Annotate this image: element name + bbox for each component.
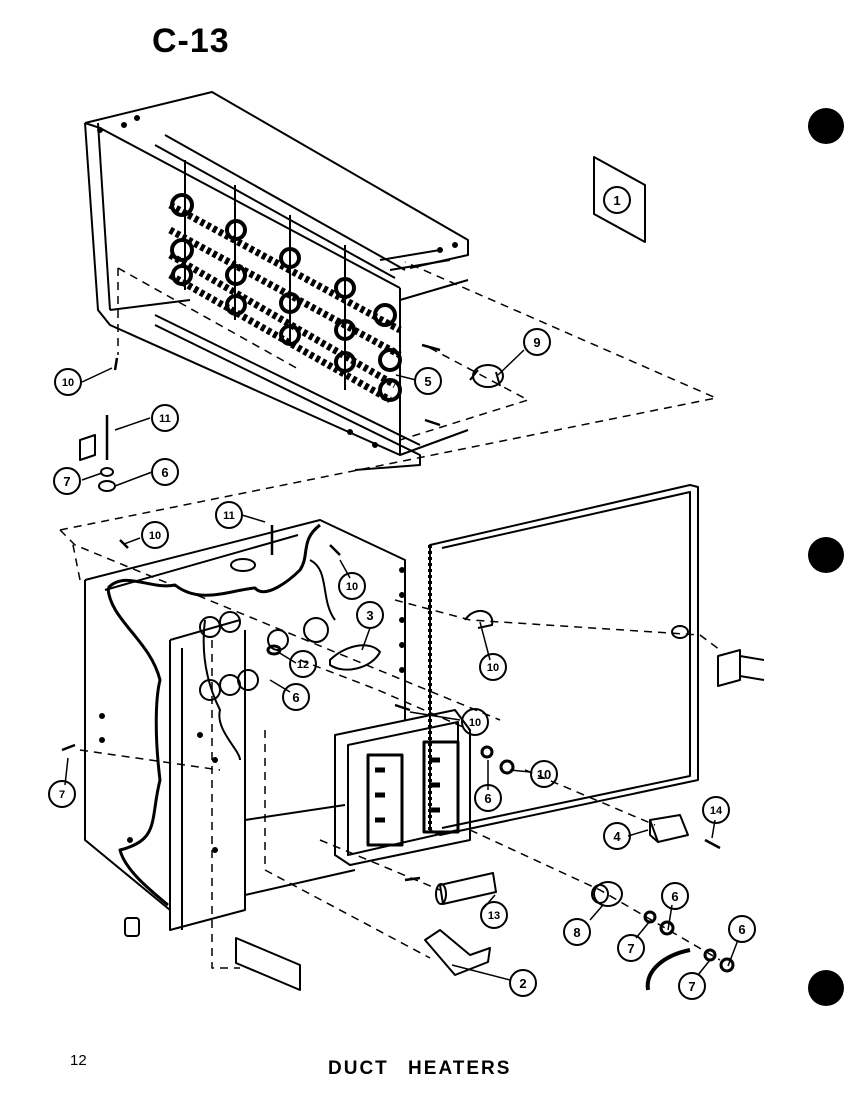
callout-number: 10 <box>469 717 481 729</box>
label-plate <box>593 156 646 243</box>
callout-number: 4 <box>613 829 621 844</box>
callout-markers <box>48 186 756 1000</box>
mounting-clip <box>424 929 491 976</box>
thermostat-knob <box>591 881 623 907</box>
diagram-title: C-13 <box>152 22 230 60</box>
heater-element-assembly <box>84 91 469 471</box>
callout-number: 12 <box>297 659 309 671</box>
binder-hole-bottom <box>808 970 844 1006</box>
callout-number: 10 <box>149 530 161 542</box>
callout-number: 8 <box>573 925 580 940</box>
binder-hole-top <box>808 108 844 144</box>
callout-number: 6 <box>484 791 491 806</box>
bottom-bracket <box>235 937 301 991</box>
callout-number: 14 <box>710 805 723 817</box>
clamp-hook <box>464 610 494 629</box>
fuse <box>435 872 497 905</box>
callout-number: 10 <box>487 662 499 674</box>
callout-number: 10 <box>346 581 358 593</box>
callout-number: 2 <box>519 976 526 991</box>
diagram-caption: DUCT HEATERS <box>328 1058 512 1079</box>
control-box <box>84 519 406 931</box>
callout-number: 9 <box>533 335 540 350</box>
callout-number: 10 <box>62 377 74 389</box>
callout-number: 7 <box>63 474 70 489</box>
callout-number: 11 <box>223 510 235 522</box>
callout-number: 7 <box>627 941 634 956</box>
limit-switch <box>469 364 504 388</box>
terminal-block <box>334 709 471 866</box>
callout-number: 10 <box>537 767 551 782</box>
callout-number: 13 <box>488 910 500 922</box>
callout-number: 5 <box>424 374 431 389</box>
binder-hole-middle <box>808 537 844 573</box>
callout-number: 7 <box>688 979 695 994</box>
callout-number: 1 <box>613 193 620 208</box>
callout-number: 6 <box>671 889 678 904</box>
door-clip <box>717 649 765 687</box>
callout-number: 11 <box>159 413 171 425</box>
switch-relay <box>649 814 689 843</box>
bushing <box>329 644 381 671</box>
callout-number: 6 <box>161 465 168 480</box>
callout-number: 7 <box>59 789 65 801</box>
callout-number: 6 <box>292 690 299 705</box>
callout-number: 6 <box>738 922 745 937</box>
grommet <box>266 644 282 656</box>
callout-number: 3 <box>366 608 373 623</box>
page-number: 12 <box>70 1052 87 1069</box>
